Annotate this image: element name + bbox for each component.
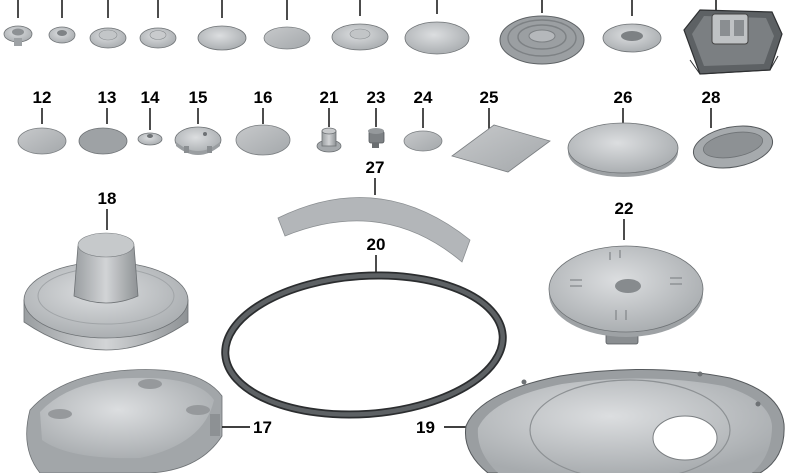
- jack-pad-part: [683, 9, 783, 75]
- grommet-part-small-a: [3, 25, 33, 46]
- part-number-20: 20: [367, 235, 386, 254]
- small-cap-part-14: [137, 132, 163, 146]
- part-number-12: 12: [33, 88, 52, 107]
- flat-disc-part-16: [235, 124, 291, 156]
- bottom-plate-group: 19: [416, 369, 785, 473]
- cap-plug-part: [331, 23, 389, 51]
- part-number-15: 15: [189, 88, 208, 107]
- part-number-25: 25: [480, 88, 499, 107]
- part-number-14: 14: [141, 88, 160, 107]
- oval-grommet-part-28: [692, 125, 774, 169]
- row-two-labels: 12 13 14 15 16 21 23 24 25 26 28: [33, 88, 721, 131]
- pedestal-part-18: [23, 232, 189, 351]
- part-number-26: 26: [614, 88, 633, 107]
- dark-disc-part-13: [78, 127, 128, 155]
- part-number-24: 24: [414, 88, 433, 107]
- grommet-part-d: [139, 27, 177, 49]
- part-number-22: 22: [615, 199, 634, 218]
- ribbed-plug-part: [499, 15, 585, 65]
- small-plug-part-23: [368, 128, 385, 148]
- pad-sheet-part-25: [451, 124, 551, 173]
- pedestal-group: 18: [23, 189, 189, 351]
- part-number-16: 16: [254, 88, 273, 107]
- ring-grommet-part: [602, 23, 662, 53]
- dome-plug-part: [197, 25, 247, 51]
- top-row-parts: [3, 0, 783, 75]
- part-number-18: 18: [98, 189, 117, 208]
- round-cover-group: 22: [548, 199, 704, 345]
- part-number-23: 23: [367, 88, 386, 107]
- grommet-part-small-b: [48, 26, 76, 44]
- part-number-19: 19: [416, 418, 435, 437]
- large-disc-part-26: [567, 122, 679, 177]
- bottom-plate-part-19: [464, 369, 785, 473]
- part-number-13: 13: [98, 88, 117, 107]
- part-number-27: 27: [366, 158, 385, 177]
- flat-plug-part: [263, 26, 311, 50]
- cover-plate-part-17: [26, 369, 223, 473]
- part-number-28: 28: [702, 88, 721, 107]
- grommet-part-c: [89, 27, 127, 49]
- part-number-17: 17: [253, 418, 272, 437]
- screw-plug-part-21: [316, 127, 342, 153]
- flat-disc-part-24: [403, 130, 443, 152]
- gasket-group: 20: [221, 235, 507, 419]
- cover-plate-group: 17: [26, 369, 272, 473]
- arc-strip-group: 27: [277, 158, 471, 263]
- row-two-parts: [17, 122, 774, 177]
- round-cover-part-22: [548, 245, 704, 345]
- part-number-21: 21: [320, 88, 339, 107]
- clip-cover-part-15: [174, 126, 222, 155]
- arc-strip-part-27: [277, 197, 471, 263]
- large-dome-plug-part: [404, 21, 470, 55]
- gasket-ring-part-20: [221, 271, 507, 419]
- flat-disc-part-12: [17, 127, 67, 155]
